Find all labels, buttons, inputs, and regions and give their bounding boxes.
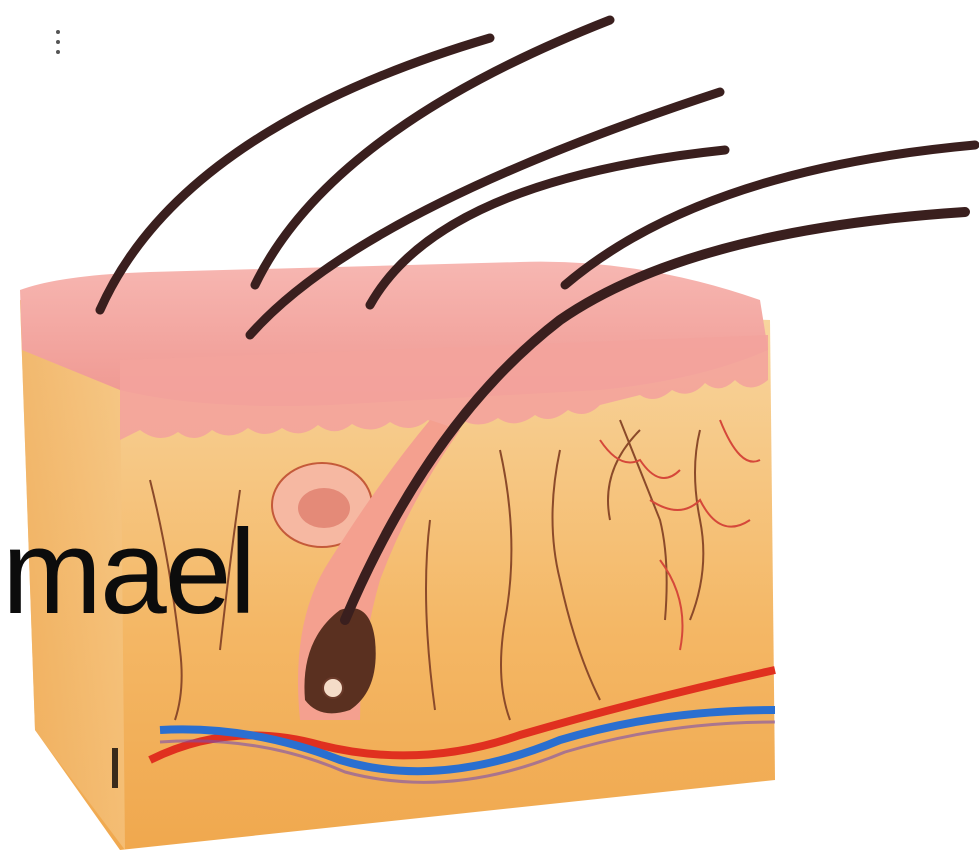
overlay-label: mael [2,512,254,632]
